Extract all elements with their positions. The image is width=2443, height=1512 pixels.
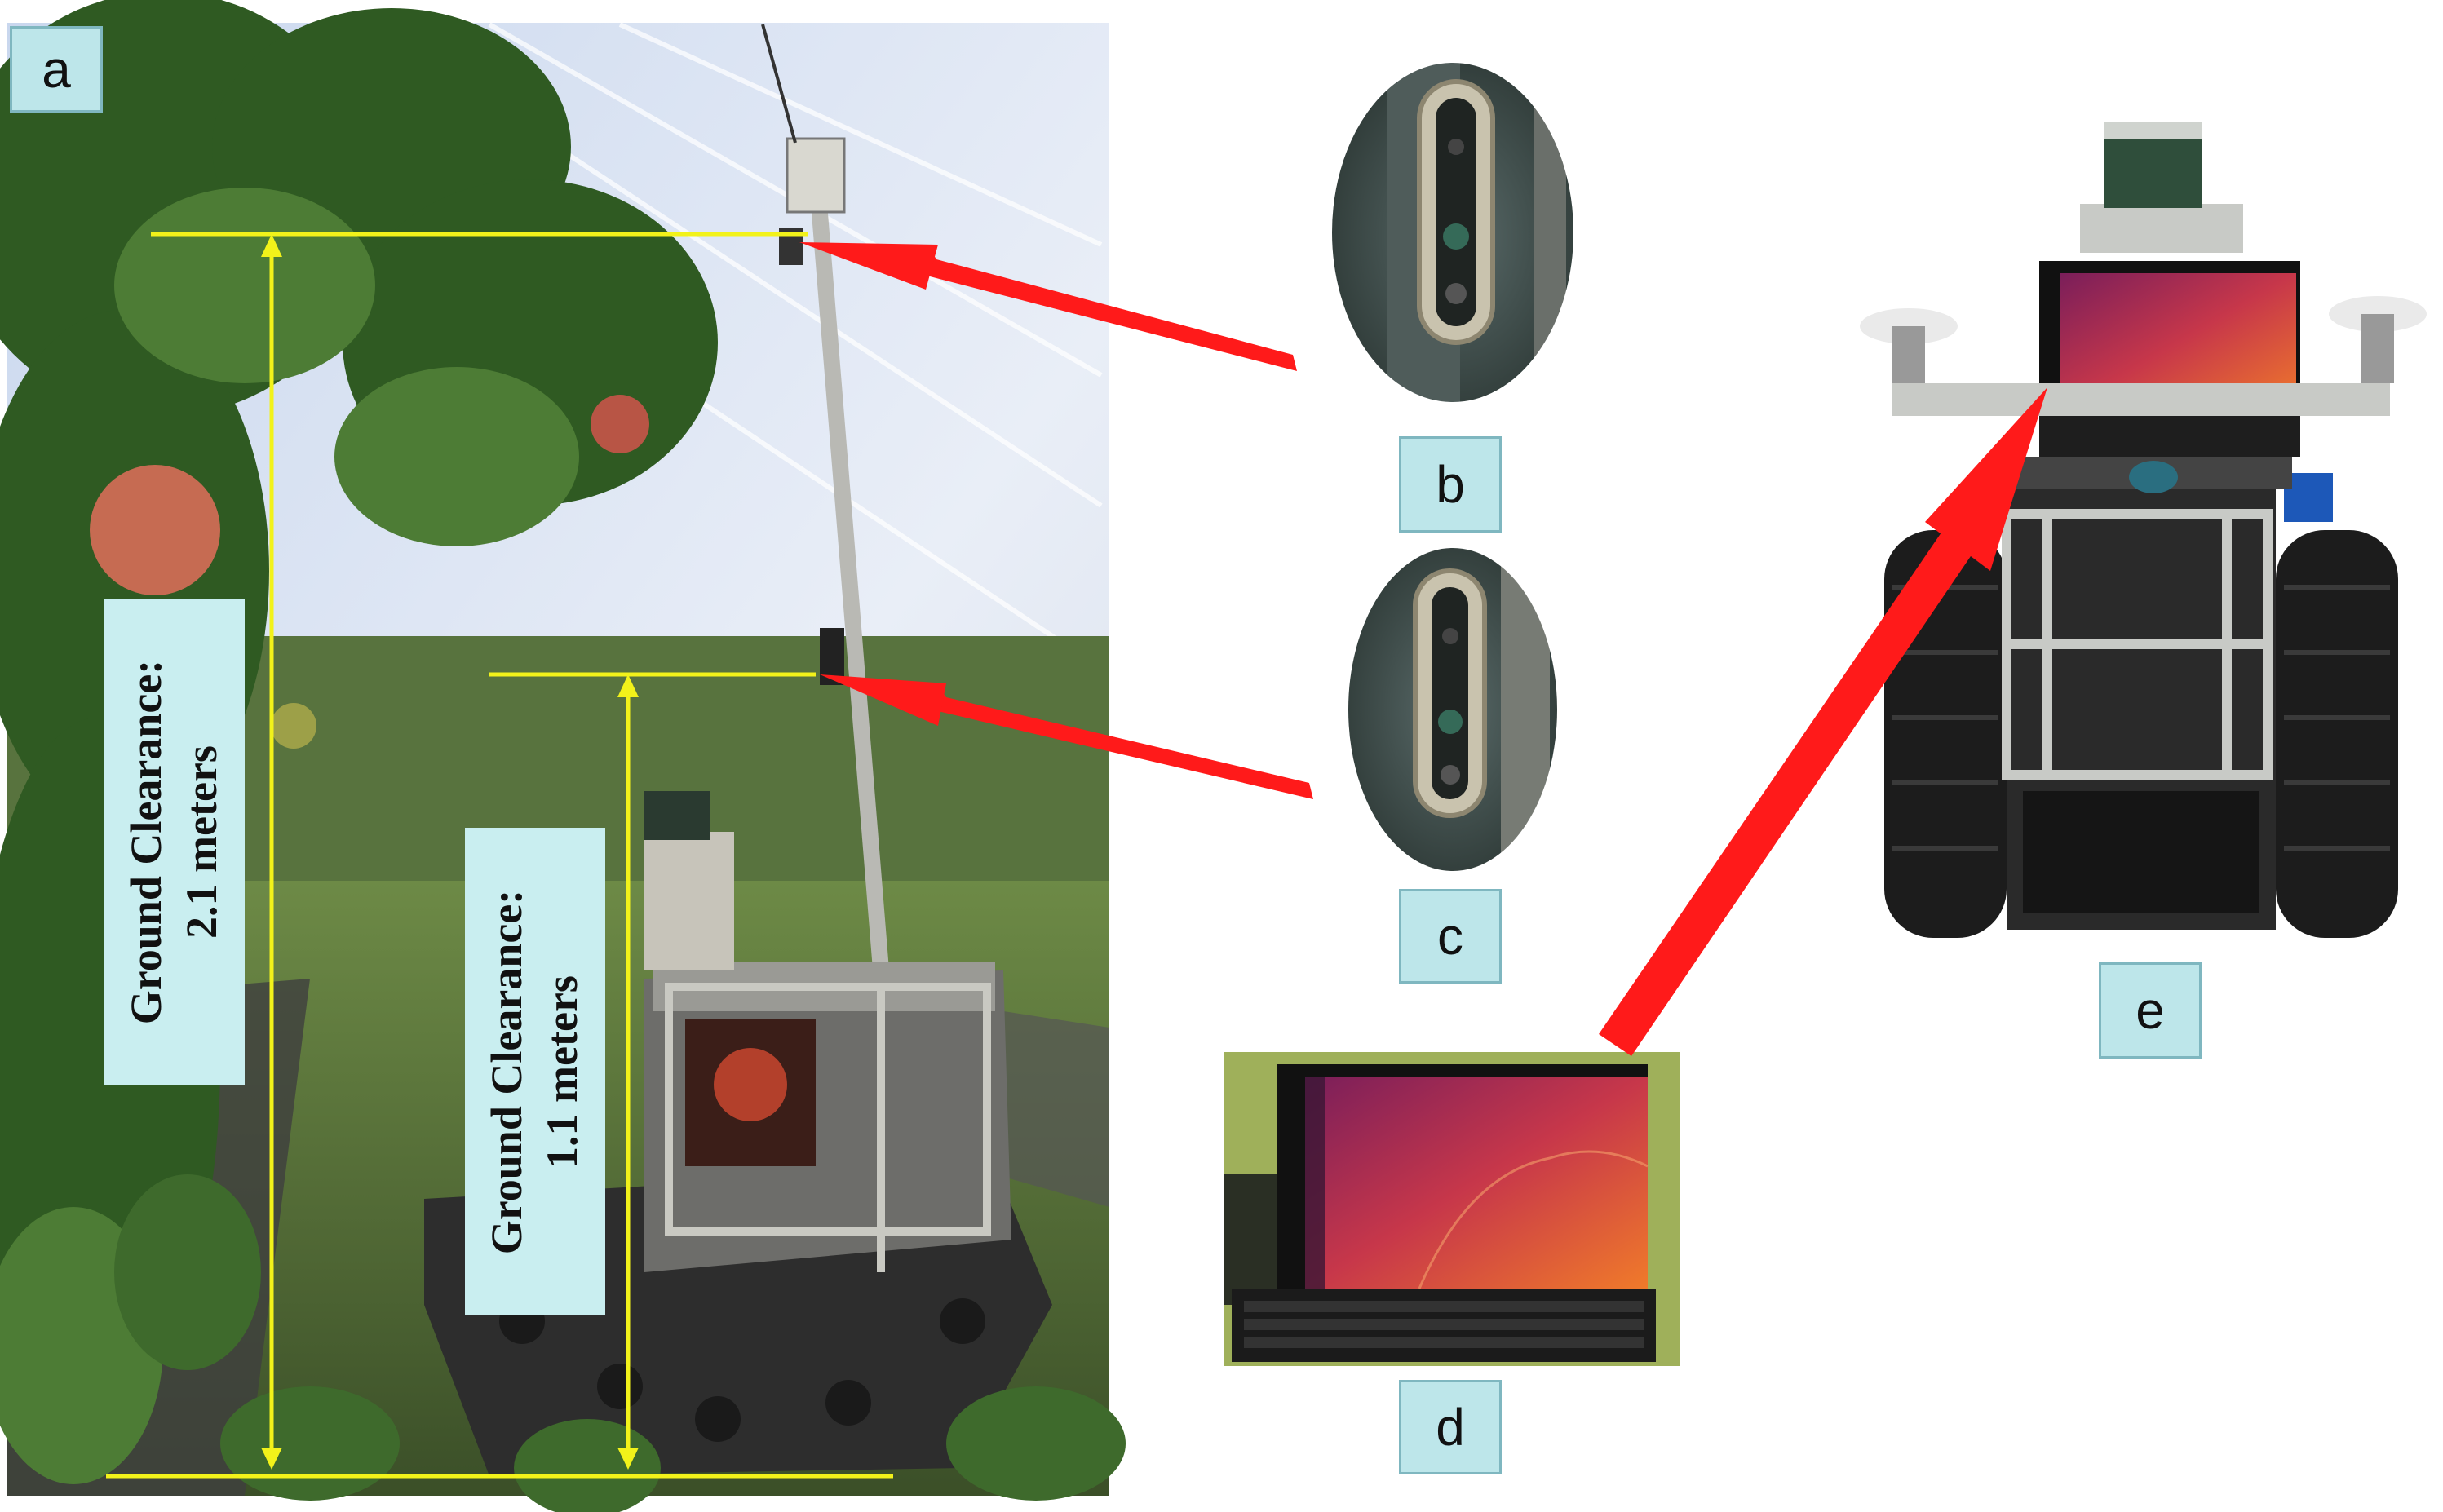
- clearance-high-line2: 2.1 meters: [177, 745, 227, 939]
- panel-label-d: d: [1399, 1380, 1502, 1474]
- pointer-arrows: [799, 242, 2047, 1056]
- clearance-high-line1: Ground Clearance:: [122, 659, 171, 1025]
- panel-label-b: b: [1399, 436, 1502, 533]
- panel-label-e: e: [2099, 962, 2202, 1059]
- clearance-low-line2: 1.1 meters: [538, 975, 587, 1169]
- camera-low-photo: [1347, 546, 1559, 873]
- clearance-low-line1: Ground Clearance:: [482, 889, 532, 1254]
- laptop-photo: [1224, 1052, 1680, 1366]
- camera-high-photo: [1330, 61, 1575, 404]
- panel-label-c: c: [1399, 889, 1502, 984]
- clearance-low-label: Ground Clearance: 1.1 meters: [465, 828, 605, 1315]
- clearance-guides: [106, 232, 893, 1479]
- panel-label-a: a: [10, 26, 103, 113]
- clearance-high-label: Ground Clearance: 2.1 meters: [104, 599, 245, 1085]
